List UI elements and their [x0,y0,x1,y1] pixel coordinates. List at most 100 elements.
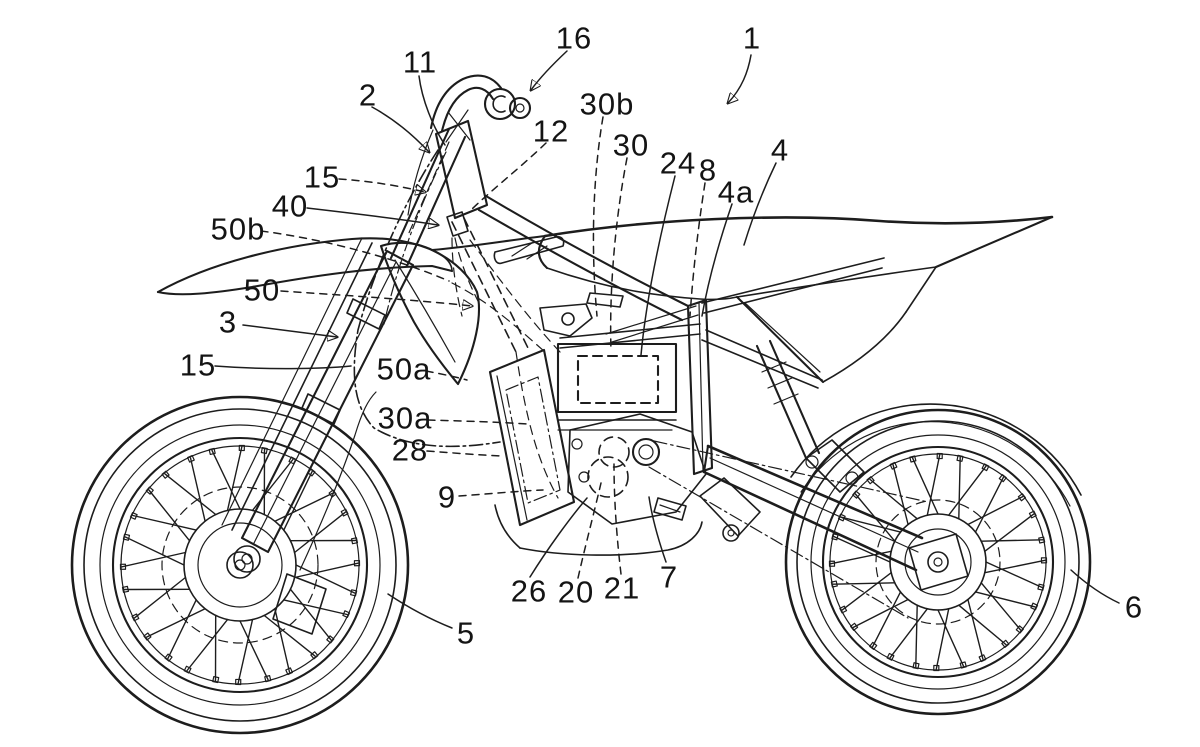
spoke [984,513,1035,552]
spoke-nipple [852,490,861,499]
spoke-nipple [350,589,358,597]
cradle [519,521,703,556]
spoke [274,608,291,673]
spoke [984,559,1046,574]
spoke [833,535,891,563]
spoke-nipple [310,651,319,660]
spoke-nipple [936,452,943,460]
ref-label-26: 26 [511,574,547,609]
spoke [958,604,1007,646]
leader-5 [387,593,453,629]
spoke [148,489,191,542]
leader-4 [743,162,777,246]
spoke [980,539,1044,542]
spoke [289,588,332,641]
powertrain [488,342,707,556]
leader-7 [648,496,667,563]
wiring-harness [353,149,561,448]
battery-case [488,348,576,527]
ref-label-50b: 50b [211,212,266,247]
brake-hose [299,391,377,571]
leader-28 [426,450,503,457]
spoke-nipple [998,474,1007,483]
rear-fender-inner-arc [790,403,1082,496]
leader-1 [728,54,752,103]
spoke [121,551,187,568]
spoke [164,473,217,516]
spoke-nipple [956,454,964,462]
spoke-nipple [121,585,130,593]
ref-label-28: 28 [392,433,428,468]
ref-label-20: 20 [558,575,594,610]
ref-label-7: 7 [660,560,678,595]
fork-lower-leg [240,249,415,554]
spoke-nipple [161,470,170,479]
spoke [133,576,187,619]
spoke-nipple [238,444,245,452]
footpeg [653,497,687,521]
spoke-nipple [849,622,859,631]
spoke-nipple [831,533,839,541]
spoke [832,582,896,585]
leader-12 [469,142,547,212]
spoke-nipple [326,635,335,644]
leader-6 [1070,569,1120,604]
spoke-nipple [1038,536,1046,544]
bar-end [508,96,532,120]
ref-label-6: 6 [1125,590,1143,625]
spoke-nipple [183,665,192,674]
spoke [186,618,229,672]
head-tube [434,119,489,220]
spoke [167,599,197,660]
leader-30 [609,157,628,352]
spoke-nipple [143,632,152,641]
spoke [974,591,1036,608]
spoke-nipple [981,463,990,472]
spoke [226,446,243,512]
seat-mount-bracket [539,303,593,337]
leader-50b [260,230,450,282]
spoke-nipple [340,508,349,517]
ref-label-16: 16 [556,21,592,56]
motor-shaft-hidden [598,436,630,468]
spoke [189,457,206,522]
ref-label-12: 12 [533,114,569,149]
motor-case [567,413,707,525]
chain-upper [653,440,929,503]
front-spokes [119,444,361,686]
bodywork [379,215,1054,386]
spoke-nipple [119,563,127,570]
rear-fender-inner-arc2 [800,421,1071,507]
spoke-nipple [1015,625,1024,634]
ref-label-1: 1 [743,21,761,56]
ref-label-40: 40 [272,189,308,224]
ref-label-11: 11 [403,45,437,80]
spoke [985,561,1043,589]
leader-16 [531,50,568,90]
spoke [980,582,1022,631]
leader-21 [613,463,622,575]
spoke-nipple [1017,493,1027,502]
spoke-nipple [1040,557,1048,564]
spoke-nipple [933,664,940,672]
spoke [869,478,918,520]
spoke-nipple [260,446,268,455]
battery-hidden [576,354,660,405]
leader-15u [338,178,425,192]
ref-label-30b: 30b [580,87,635,122]
spoke [871,591,902,648]
ref-label-50: 50 [244,273,280,308]
spoke [263,614,316,657]
spoke-nipple [1028,510,1037,519]
handlebar [407,74,532,216]
rear-suspension [699,339,865,542]
spoke [911,457,939,515]
ref-label-15u: 15 [304,160,340,195]
spoke [293,511,347,554]
spoke [295,564,356,594]
seat [543,215,1054,238]
spoke-nipple [264,674,272,683]
spoke [935,608,950,670]
